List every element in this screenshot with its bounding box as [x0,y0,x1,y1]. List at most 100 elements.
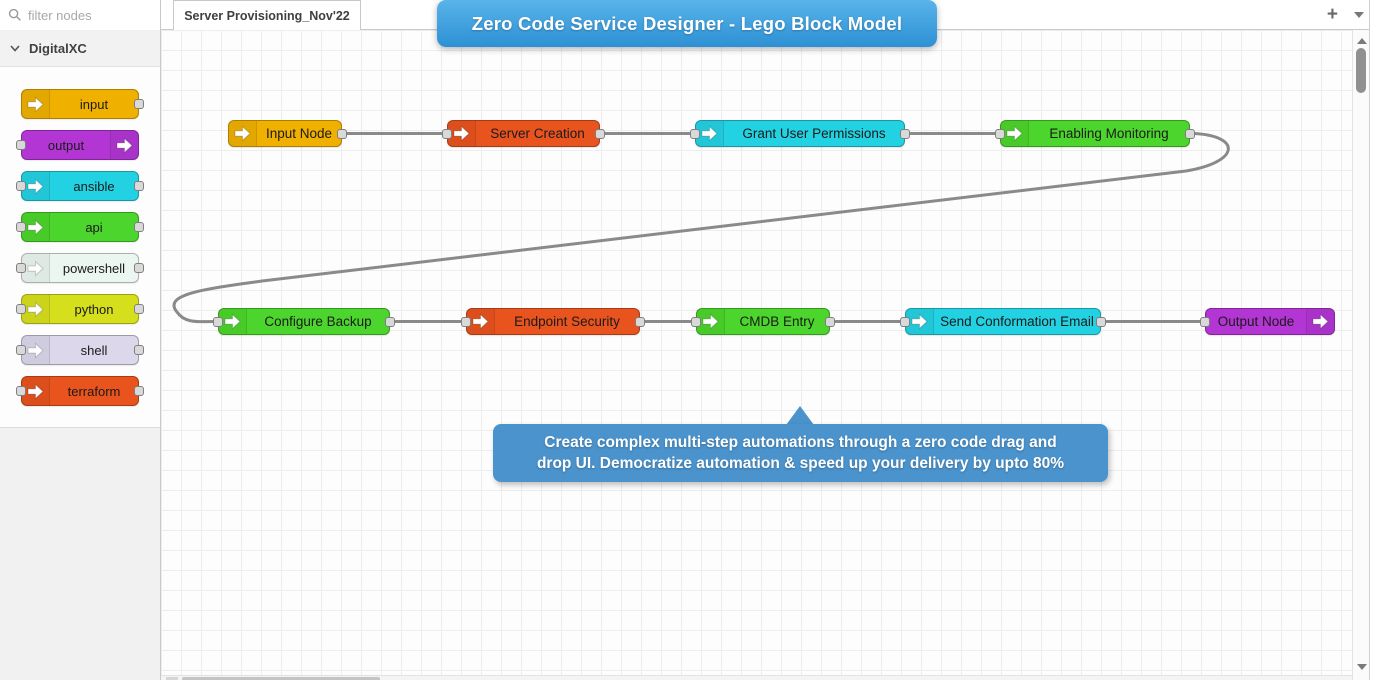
palette-node-list: input output ansible api [0,67,160,428]
tooltip-line-2: drop UI. Democratize automation & speed … [536,455,1065,472]
window-edge [1369,0,1376,680]
block-arrow-right-icon [467,309,495,334]
palette-search [0,0,161,30]
input-port[interactable] [16,222,26,232]
flow-node-server-creation[interactable]: Server Creation [442,120,605,147]
block-arrow-right-icon [697,309,725,334]
flow-node-label: Server Creation [490,126,585,141]
flow-node-configure-backup[interactable]: Configure Backup [213,308,395,335]
palette-category-label: DigitalXC [29,40,87,56]
flow-node-input-node[interactable]: Input Node [228,120,347,147]
output-port[interactable] [134,222,144,232]
flow-node-label: Endpoint Security [514,314,620,329]
input-port[interactable] [16,386,26,396]
scroll-down-icon[interactable] [1357,664,1367,670]
palette-node-label: shell [80,342,108,358]
horizontal-scrollbar-thumb[interactable] [182,677,380,680]
input-port[interactable] [16,345,26,355]
flow-node-output-node[interactable]: Output Node [1200,308,1335,335]
block-arrow-right-icon [448,121,476,146]
palette-node-python[interactable]: python [16,294,144,324]
tab-server-provisioning[interactable]: Server Provisioning_Nov'22 [173,0,361,30]
vertical-scrollbar-thumb[interactable] [1356,48,1366,93]
horizontal-scrollbar[interactable] [161,675,1352,680]
block-arrow-right-icon [22,213,50,241]
input-port[interactable] [1200,316,1210,327]
scroll-left-icon[interactable] [166,677,178,680]
output-port[interactable] [134,263,144,273]
flow-menu-caret-down-icon[interactable] [1354,12,1364,18]
output-port[interactable] [825,316,835,327]
palette-node-label: input [79,96,109,112]
search-input[interactable] [28,7,148,23]
block-arrow-right-icon [906,309,934,334]
chevron-down-icon [10,44,20,52]
palette-sidebar: DigitalXC input output ansible api [0,30,161,680]
block-arrow-right-icon [1001,121,1029,146]
block-arrow-right-icon [110,131,138,159]
palette-node-label: api [85,219,103,235]
output-port[interactable] [900,128,910,139]
palette-node-label: terraform [67,383,121,399]
palette-node-shell[interactable]: shell [16,335,144,365]
input-port[interactable] [995,128,1005,139]
output-port[interactable] [134,181,144,191]
add-flow-button[interactable]: + [1326,4,1338,25]
flow-node-label: CMDB Entry [739,314,815,329]
palette-node-input[interactable]: input [21,89,144,119]
palette-node-label: ansible [73,178,115,194]
palette-node-ansible[interactable]: ansible [16,171,144,201]
input-port[interactable] [213,316,223,327]
input-port[interactable] [690,128,700,139]
palette-node-output[interactable]: output [16,130,139,160]
output-port[interactable] [337,128,347,139]
wire[interactable] [172,132,1230,324]
flow-node-label: Send Conformation Email [940,314,1094,329]
palette-node-api[interactable]: api [16,212,144,242]
tooltip-arrow [786,406,814,425]
input-port[interactable] [16,140,26,150]
block-arrow-right-icon [22,336,50,364]
block-arrow-right-icon [22,377,50,405]
flow-node-label: Configure Backup [264,314,372,329]
vertical-scrollbar[interactable] [1352,30,1369,680]
flow-node-enabling-monitoring[interactable]: Enabling Monitoring [995,120,1195,147]
output-port[interactable] [134,386,144,396]
flow-node-label: Output Node [1217,314,1295,329]
input-port[interactable] [900,316,910,327]
output-port[interactable] [635,316,645,327]
block-arrow-right-icon [1306,309,1334,334]
output-port[interactable] [134,345,144,355]
output-port[interactable] [595,128,605,139]
block-arrow-right-icon [219,309,247,334]
output-port[interactable] [134,99,144,109]
flow-node-grant-user-permissions[interactable]: Grant User Permissions [690,120,910,147]
flow-node-send-conformation-email[interactable]: Send Conformation Email [900,308,1106,335]
output-port[interactable] [1096,316,1106,327]
input-port[interactable] [16,304,26,314]
input-port[interactable] [16,181,26,191]
palette-node-terraform[interactable]: terraform [16,376,144,406]
flow-node-label: Input Node [265,126,333,141]
magnifier-icon [8,8,22,22]
input-port[interactable] [16,263,26,273]
palette-category-digitalxc[interactable]: DigitalXC [0,30,160,67]
flow-node-cmdb-entry[interactable]: CMDB Entry [691,308,835,335]
block-arrow-right-icon [22,254,50,282]
input-port[interactable] [442,128,452,139]
input-port[interactable] [691,316,701,327]
flow-node-label: Grant User Permissions [742,126,886,141]
tooltip-callout: Create complex multi-step automations th… [493,424,1108,482]
block-arrow-right-icon [229,121,257,146]
block-arrow-right-icon [22,172,50,200]
output-port[interactable] [1185,128,1195,139]
input-port[interactable] [461,316,471,327]
scroll-up-icon[interactable] [1357,38,1367,44]
output-port[interactable] [134,304,144,314]
output-port[interactable] [385,316,395,327]
block-arrow-right-icon [22,90,50,118]
palette-node-powershell[interactable]: powershell [16,253,144,283]
flow-node-endpoint-security[interactable]: Endpoint Security [461,308,645,335]
